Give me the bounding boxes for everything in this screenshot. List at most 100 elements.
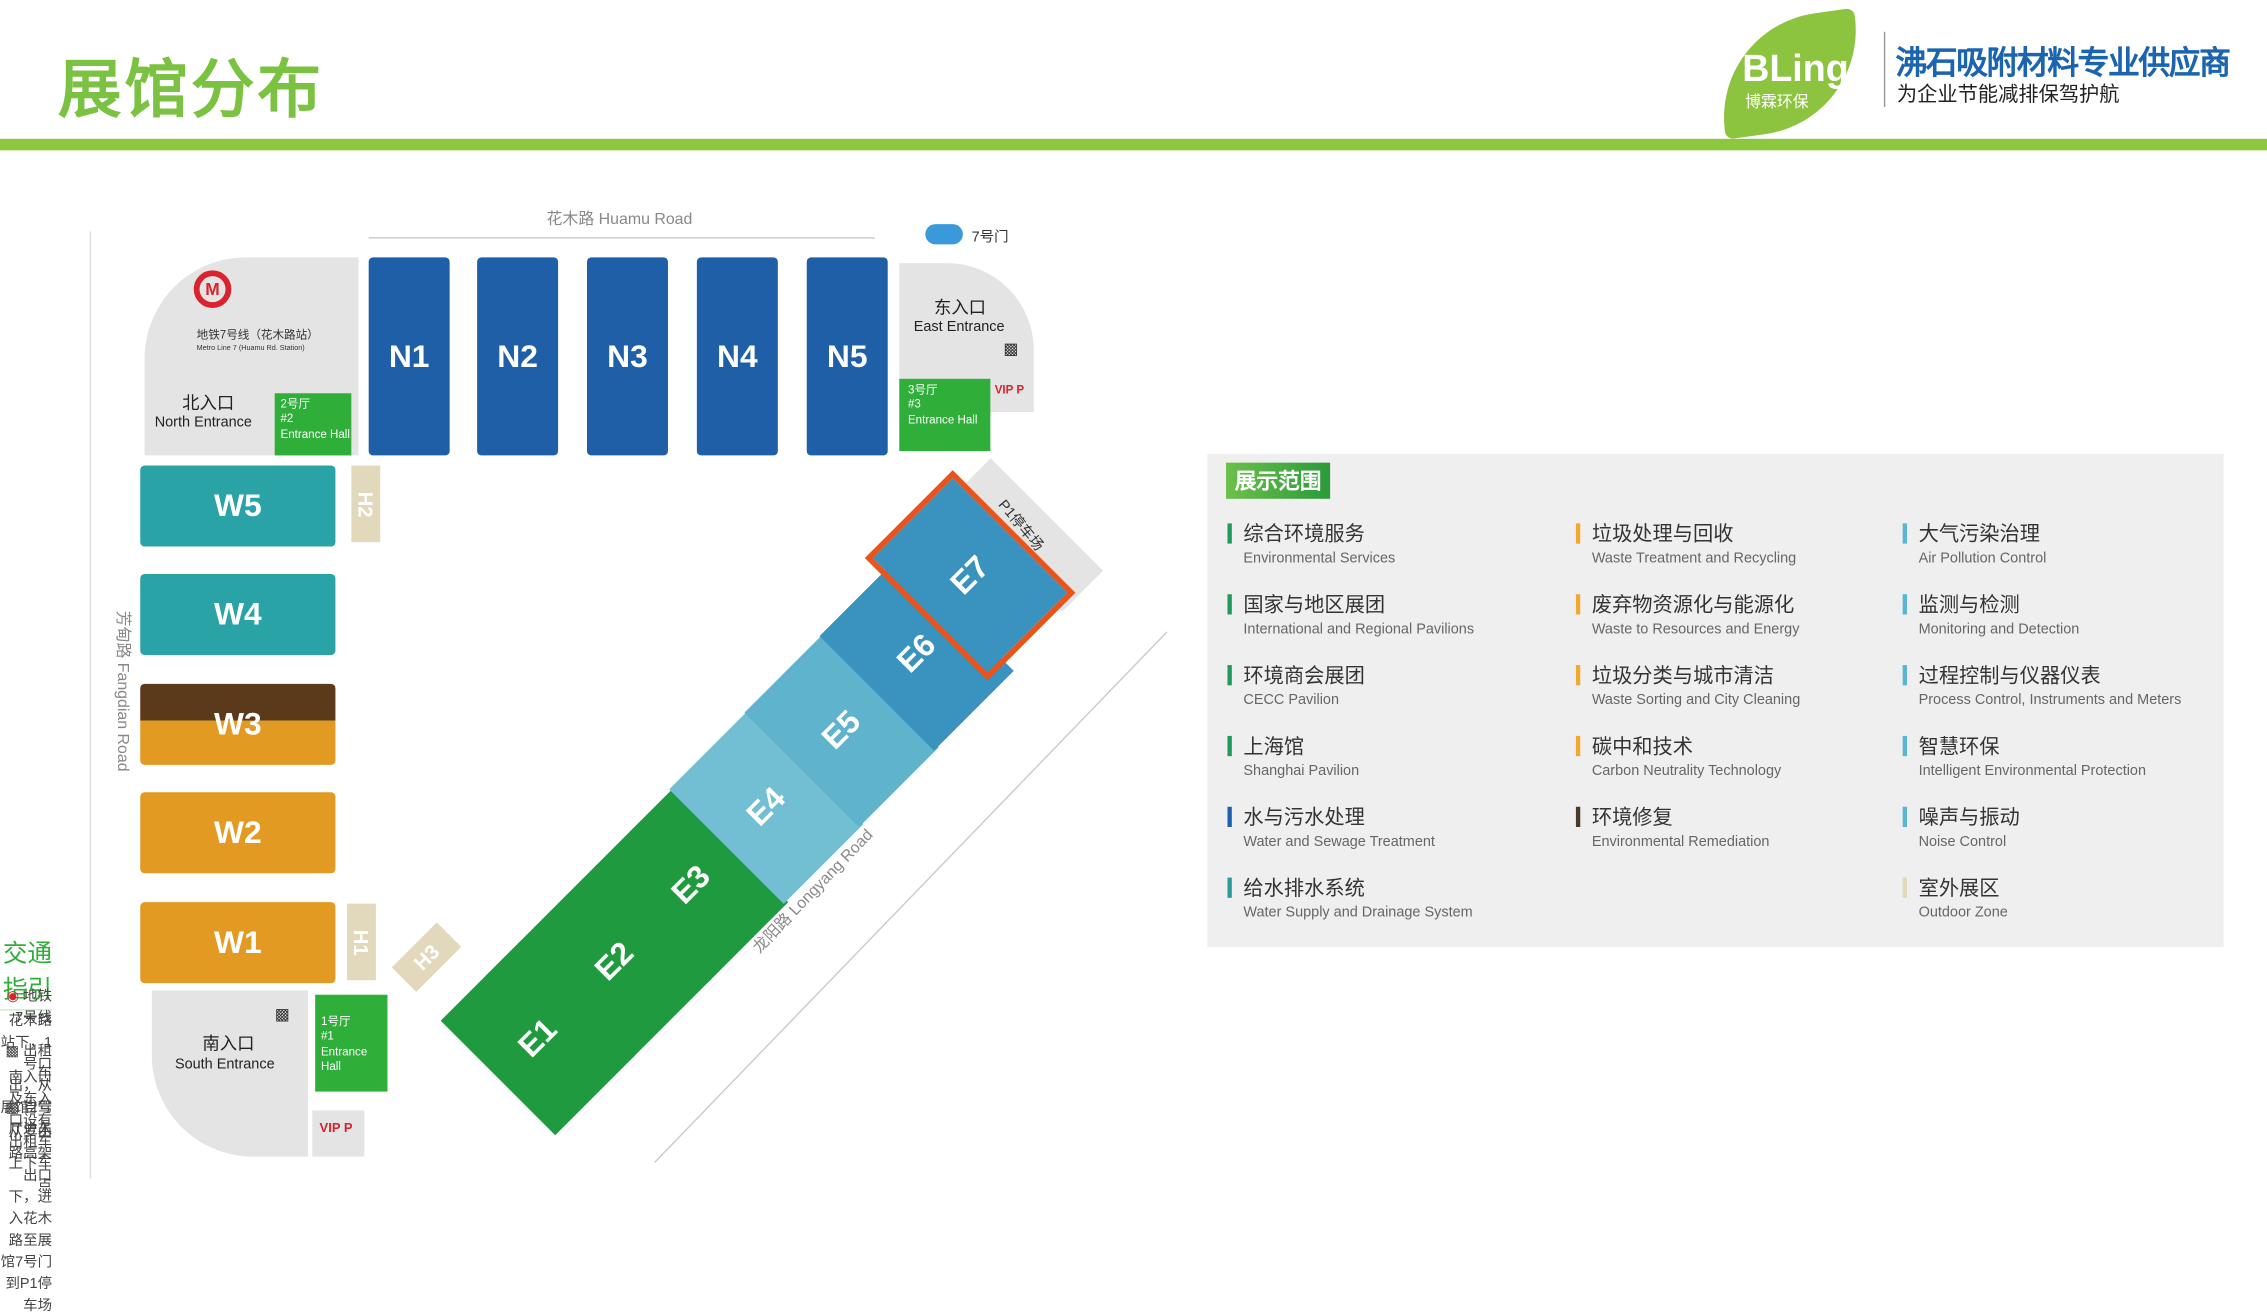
category-name: 上海馆 — [1243, 734, 1305, 758]
subtagline: 为企业节能减排保驾护航 — [1896, 82, 2120, 106]
south-entrance-label-en: South Entrance — [174, 1056, 275, 1073]
category-name-en: Environmental Services — [1243, 550, 1396, 567]
hall-e6-label: E6 — [889, 626, 943, 680]
hall-h2-label: H2 — [354, 490, 378, 517]
guide-car-desc: 从罗山路高架出口下，进入花木路至展馆7号门到P1停车场 — [0, 1124, 53, 1314]
east-entrance-label-en: East Entrance — [913, 319, 1005, 336]
category-name-en: Shanghai Pavilion — [1243, 763, 1360, 780]
category-name: 给水排水系统 — [1243, 876, 1365, 900]
hall3-name: 3号厅 — [907, 383, 938, 397]
category-color-bar — [1902, 594, 1908, 615]
gate-icon — [925, 224, 963, 245]
vip-parking-east: VIP P — [994, 383, 1025, 397]
category-name: 垃圾分类与城市清洁 — [1591, 663, 1774, 687]
scope-title: 展示范围 — [1226, 462, 1331, 499]
guide-car-label: 自驾车 — [23, 1100, 53, 1138]
hall-e5-label: E5 — [814, 703, 868, 757]
guide-car: ▩ 自驾车 — [0, 1094, 53, 1138]
category-name-en: Waste to Resources and Energy — [1591, 621, 1800, 638]
logo-cn: 博霖环保 — [1745, 93, 1809, 112]
vip-parking-south: VIP P — [319, 1120, 353, 1135]
hall-w5[interactable]: W5 — [140, 465, 336, 547]
hall2-name: 2号厅 — [280, 397, 311, 411]
category-name: 大气污染治理 — [1918, 521, 2041, 546]
east-entrance-label: 东入口 — [933, 297, 987, 319]
taxi-icon: ▩ — [5, 1043, 20, 1060]
logo-divider — [1883, 31, 1886, 107]
hall-h1[interactable]: H1 — [346, 903, 376, 981]
hall1-en: Entrance Hall — [320, 1044, 368, 1074]
hall-n1[interactable]: N1 — [368, 257, 450, 456]
category-name: 垃圾处理与回收 — [1591, 521, 1734, 546]
hall-n3[interactable]: N3 — [586, 257, 668, 456]
category-color-bar — [1575, 594, 1581, 615]
hall-h3[interactable]: H3 — [391, 922, 462, 992]
hall-w4[interactable]: W4 — [140, 573, 336, 655]
car-icon: ▩ — [5, 1100, 20, 1117]
hall-h3-label: H3 — [409, 939, 444, 975]
metro-station-label: 地铁7号线（花木路站） — [196, 328, 319, 342]
hall-w3[interactable]: W3 — [140, 683, 336, 765]
guide-taxi: ▩ 出租车 — [0, 1038, 53, 1082]
huamu-road-line — [368, 237, 875, 239]
fangdian-road-label: 芳甸路 Fangdian Road — [113, 610, 132, 772]
category-name: 环境修复 — [1591, 805, 1673, 829]
vip-parking-south-area — [312, 1110, 365, 1157]
category-name-en: International and Regional Pavilions — [1243, 621, 1475, 638]
category-name: 碳中和技术 — [1591, 734, 1694, 758]
hall-n5[interactable]: N5 — [806, 257, 888, 456]
guide-taxi-desc: 南入口及东入口设有出租车上下车点 — [8, 1069, 53, 1195]
tagline: 沸石吸附材料专业供应商 — [1895, 44, 2230, 81]
metro-icon: ◉ — [6, 988, 20, 1005]
category-color-bar — [1227, 665, 1232, 686]
hall-n2[interactable]: N2 — [477, 257, 559, 456]
hall3-en: Entrance Hall — [907, 413, 978, 427]
taxi-icon: ▩ — [1003, 341, 1019, 359]
category-name: 监测与检测 — [1918, 592, 2020, 616]
hall-w2[interactable]: W2 — [140, 792, 336, 874]
category-color-bar — [1227, 877, 1232, 898]
guide-taxi-label: 出租车 — [23, 1043, 53, 1082]
south-entrance-label: 南入口 — [202, 1033, 255, 1054]
category-name-en: Environmental Remediation — [1591, 834, 1770, 851]
guide-title: 交通指引 — [0, 933, 53, 1011]
north-entrance-label-en: North Entrance — [154, 414, 252, 431]
logo-text: BLing — [1742, 46, 1849, 90]
category-color-bar — [1227, 594, 1232, 615]
hall1-num: #1 — [320, 1029, 334, 1043]
hall1-name: 1号厅 — [320, 1014, 351, 1028]
hall-n4[interactable]: N4 — [696, 257, 778, 456]
category-name: 废弃物资源化与能源化 — [1591, 592, 1795, 616]
category-name-en: Air Pollution Control — [1918, 550, 2047, 567]
category-name-en: Monitoring and Detection — [1918, 621, 2080, 638]
category-name-en: Outdoor Zone — [1918, 905, 2008, 921]
category-color-bar — [1227, 523, 1232, 544]
hall2-num: #2 — [280, 412, 294, 426]
hall-e4-label: E4 — [739, 779, 793, 833]
category-name: 综合环境服务 — [1243, 521, 1365, 546]
category-name: 智慧环保 — [1918, 734, 2000, 758]
category-name-en: Intelligent Environmental Protection — [1918, 763, 2147, 780]
gate7-label: 7号门 — [971, 229, 1009, 246]
category-color-bar — [1902, 806, 1908, 827]
metro-icon: M — [193, 270, 232, 308]
hall-h2[interactable]: H2 — [351, 465, 381, 543]
category-name: 室外展区 — [1918, 876, 2000, 900]
hall-e7-label: E7 — [943, 548, 997, 602]
guide-metro-desc: 花木路站下，1号口出，从展馆2号厅进入 — [0, 1013, 53, 1138]
map-border — [89, 231, 92, 1179]
hall3-num: #3 — [907, 398, 921, 412]
category-name: 国家与地区展团 — [1243, 592, 1386, 616]
category-name-en: CECC Pavilion — [1243, 692, 1340, 709]
category-name: 环境商会展团 — [1243, 663, 1365, 687]
hall-w1[interactable]: W1 — [140, 902, 336, 984]
category-name-en: Carbon Neutrality Technology — [1591, 763, 1782, 780]
category-name-en: Process Control, Instruments and Meters — [1918, 692, 2182, 709]
category-color-bar — [1575, 665, 1581, 686]
category-name-en: Noise Control — [1918, 834, 2007, 851]
category-color-bar — [1227, 735, 1232, 757]
north-entrance-label: 北入口 — [182, 393, 235, 414]
